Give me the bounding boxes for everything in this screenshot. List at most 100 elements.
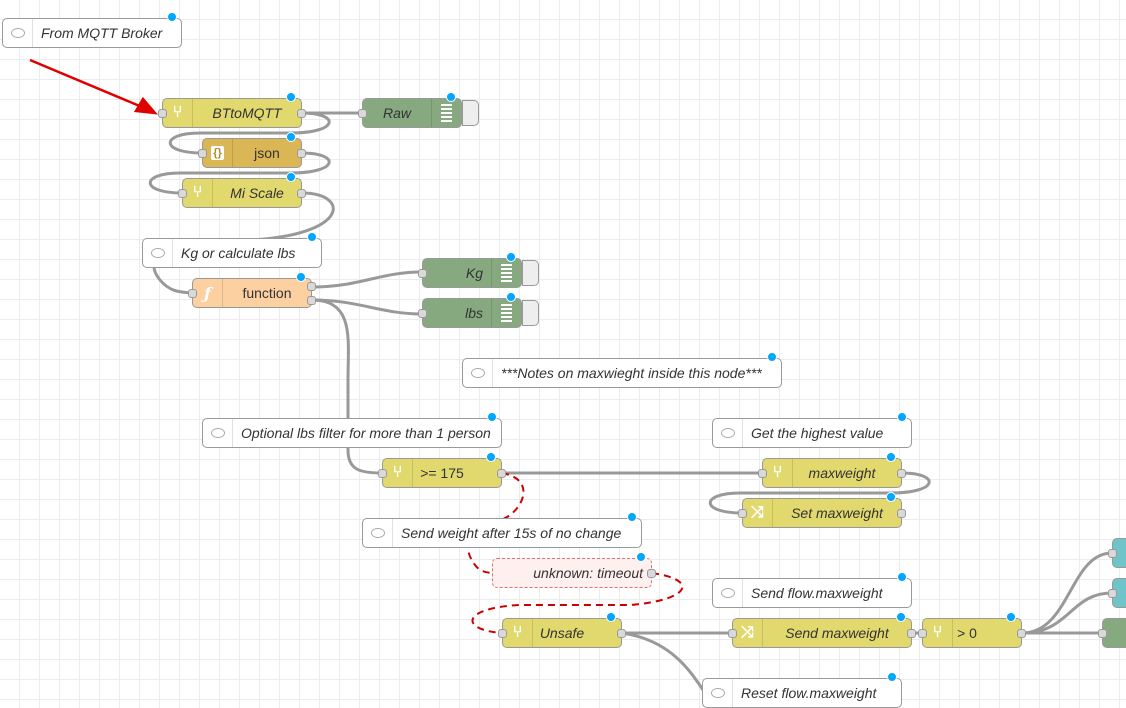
changed-indicator	[487, 412, 497, 422]
output-port[interactable]	[297, 109, 306, 118]
node-label: Get the highest value	[751, 425, 884, 441]
comment-node-optional-filter[interactable]: Optional lbs filter for more than 1 pers…	[202, 412, 502, 448]
debug-node-lbs[interactable]: lbs	[418, 292, 522, 328]
comment-node-send-flow[interactable]: Send flow.maxweight	[712, 572, 912, 608]
output-port[interactable]	[617, 629, 626, 638]
offscreen-node-1[interactable]	[1108, 538, 1126, 568]
function-icon: ƒ	[193, 279, 223, 307]
output-port[interactable]	[907, 629, 916, 638]
wire-gt0-out1	[1021, 551, 1113, 635]
comment-node-highest-value[interactable]: Get the highest value	[712, 412, 912, 448]
changed-indicator	[627, 512, 637, 522]
comment-icon	[143, 239, 173, 267]
changed-indicator	[286, 92, 296, 102]
comment-node-kg-or-lbs[interactable]: Kg or calculate lbs	[142, 232, 322, 268]
changed-indicator	[307, 232, 317, 242]
wire-unknown-unsafe	[471, 572, 684, 634]
debug-toggle-button[interactable]	[522, 300, 539, 326]
node-label: Send flow.maxweight	[751, 585, 883, 601]
wire-function-gte175	[311, 298, 383, 475]
comment-node-from-mqtt-broker[interactable]: From MQTT Broker	[2, 12, 182, 48]
changed-indicator	[887, 672, 897, 682]
node-label: Reset flow.maxweight	[741, 685, 877, 701]
switch-node-unsafe[interactable]: ⑂ Unsafe	[498, 612, 626, 648]
output-port[interactable]	[1017, 629, 1026, 638]
comment-node-send-after-15s[interactable]: Send weight after 15s of no change	[362, 512, 642, 548]
changed-indicator	[167, 12, 177, 22]
output-port[interactable]	[647, 569, 656, 578]
switch-node-maxweight[interactable]: ⑂ maxweight	[758, 452, 906, 488]
switch-icon: ⑂	[923, 619, 953, 647]
unknown-node-timeout[interactable]: unknown: timeout	[492, 552, 656, 588]
changed-indicator	[506, 252, 516, 262]
json-node[interactable]: {} json	[198, 132, 306, 168]
input-port[interactable]	[158, 109, 167, 118]
switch-node-mi-scale[interactable]: ⑂ Mi Scale	[178, 172, 306, 208]
node-label: Optional lbs filter for more than 1 pers…	[241, 425, 491, 441]
debug-node-raw[interactable]: Raw	[358, 92, 462, 128]
input-port[interactable]	[188, 289, 197, 298]
function-node[interactable]: ƒ function	[188, 272, 316, 308]
input-port[interactable]	[178, 189, 187, 198]
change-node-set-maxweight[interactable]: ⤨ Set maxweight	[738, 492, 906, 528]
input-port[interactable]	[498, 629, 507, 638]
wire-gt0-out2	[1021, 591, 1113, 635]
node-label: lbs	[465, 305, 483, 321]
comment-node-reset-flow[interactable]: Reset flow.maxweight	[702, 672, 902, 708]
input-port[interactable]	[378, 469, 387, 478]
comment-icon	[713, 579, 743, 607]
changed-indicator	[897, 572, 907, 582]
node-label: Set maxweight	[791, 505, 883, 521]
wire-bttomqtt-json	[168, 111, 331, 155]
changed-indicator	[506, 292, 516, 302]
debug-toggle-button[interactable]	[462, 100, 479, 126]
switch-node-gt-0[interactable]: ⑂ > 0	[918, 612, 1026, 648]
input-port[interactable]	[1108, 549, 1117, 558]
offscreen-node-2[interactable]	[1108, 578, 1126, 608]
output-port-2[interactable]	[307, 296, 316, 305]
node-label: unknown: timeout	[533, 565, 643, 581]
wire-function-kg	[311, 270, 423, 289]
node-label: Raw	[382, 105, 411, 121]
input-port[interactable]	[738, 509, 747, 518]
switch-icon: ⑂	[763, 459, 793, 487]
debug-list-icon	[491, 299, 521, 327]
changed-indicator	[286, 132, 296, 142]
change-node-send-maxweight[interactable]: ⤨ Send maxweight	[728, 612, 916, 648]
debug-node-kg[interactable]: Kg	[418, 252, 522, 288]
output-port[interactable]	[297, 189, 306, 198]
input-port[interactable]	[358, 109, 367, 118]
changed-indicator	[886, 452, 896, 462]
input-port[interactable]	[1108, 589, 1117, 598]
debug-list-icon	[491, 259, 521, 287]
change-icon: ⤨	[733, 619, 763, 647]
input-port[interactable]	[918, 629, 927, 638]
comment-icon	[713, 419, 743, 447]
comment-icon	[463, 359, 493, 387]
output-port[interactable]	[297, 149, 306, 158]
input-port[interactable]	[418, 269, 427, 278]
node-label: From MQTT Broker	[41, 25, 163, 41]
comment-icon	[703, 679, 733, 707]
comment-node-notes[interactable]: ***Notes on maxwieght inside this node**…	[462, 352, 782, 388]
switch-icon: ⑂	[503, 619, 533, 647]
node-label: BTtoMQTT	[212, 105, 282, 121]
changed-indicator	[896, 612, 906, 622]
output-port[interactable]	[897, 469, 906, 478]
input-port[interactable]	[418, 309, 427, 318]
output-port[interactable]	[897, 509, 906, 518]
node-label: Kg	[465, 265, 483, 281]
offscreen-node-3[interactable]	[1098, 618, 1126, 648]
switch-icon: ⑂	[163, 99, 193, 127]
switch-node-gte-175[interactable]: ⑂ >= 175	[378, 452, 506, 488]
debug-list-icon	[431, 99, 461, 127]
input-port[interactable]	[728, 629, 737, 638]
input-port[interactable]	[198, 149, 207, 158]
node-label: Mi Scale	[230, 185, 284, 201]
debug-toggle-button[interactable]	[522, 260, 539, 286]
input-port[interactable]	[758, 469, 767, 478]
output-port[interactable]	[497, 469, 506, 478]
input-port[interactable]	[1098, 629, 1107, 638]
switch-node-bttomqtt[interactable]: ⑂ BTtoMQTT	[158, 92, 306, 128]
output-port-1[interactable]	[307, 282, 316, 291]
